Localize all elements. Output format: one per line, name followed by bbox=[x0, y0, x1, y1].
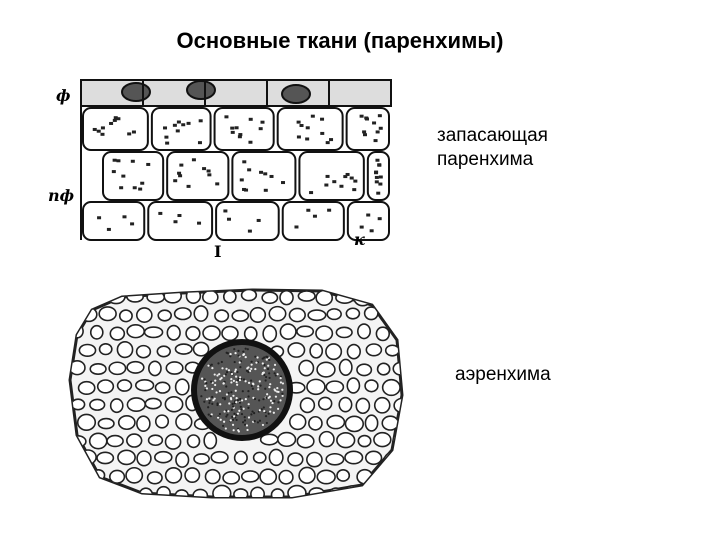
storage-label-line2: паренхима bbox=[437, 149, 534, 170]
storage-parenchyma-drawing bbox=[80, 79, 392, 241]
letter-k: к bbox=[354, 230, 365, 249]
central-bundle bbox=[191, 339, 293, 441]
aerenchyma-label: аэренхима bbox=[455, 364, 551, 385]
page-title: Основные ткани (паренхимы) bbox=[176, 28, 504, 53]
aerenchyma-drawing bbox=[68, 288, 404, 499]
letter-f: ф bbox=[56, 86, 71, 105]
storage-parenchyma-label: запасающая паренхима bbox=[437, 124, 548, 172]
mark-roman-one: I bbox=[214, 242, 222, 261]
letter-pf: пф bbox=[48, 186, 75, 205]
storage-parenchyma-figure: ф пф к I bbox=[48, 78, 401, 268]
aerenchyma-figure bbox=[62, 285, 407, 505]
storage-label-line1: запасающая bbox=[437, 125, 548, 146]
